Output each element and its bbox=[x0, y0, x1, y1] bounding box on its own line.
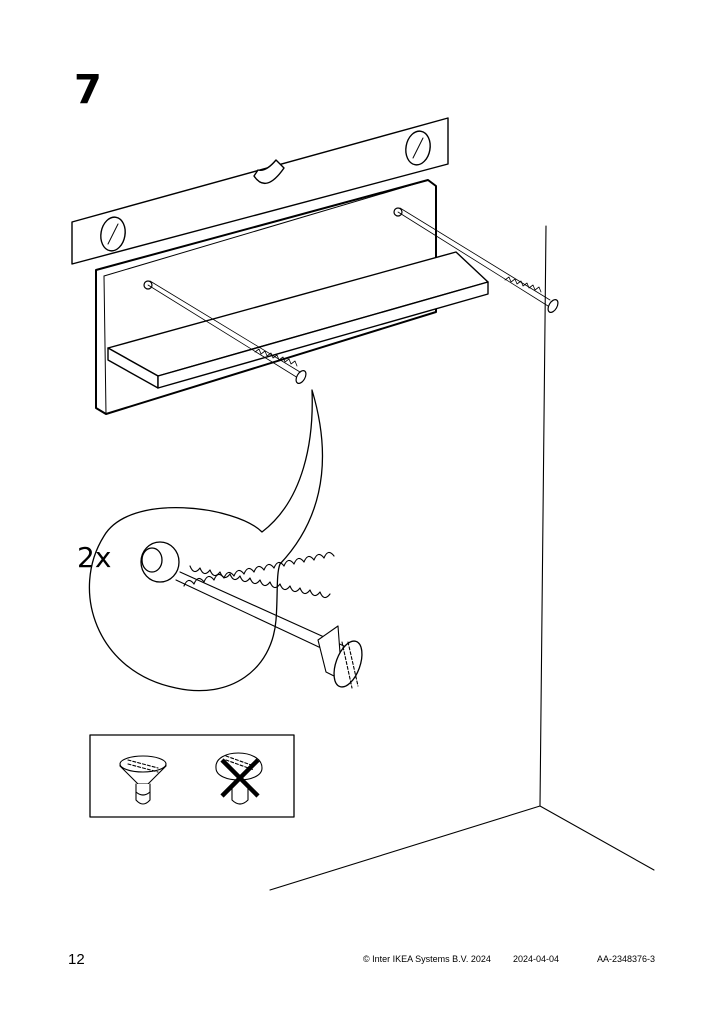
screw-head-left bbox=[295, 370, 307, 384]
enlarged-screw bbox=[175, 551, 363, 689]
detail-callout bbox=[88, 389, 324, 692]
step-number: 7 bbox=[74, 67, 102, 113]
enlarged-hole bbox=[140, 541, 180, 583]
document-date: 2024-04-04 bbox=[513, 954, 560, 964]
screw-path-right bbox=[397, 207, 551, 307]
wall-corner bbox=[269, 225, 655, 891]
document-code: AA-2348376-3 bbox=[597, 954, 656, 964]
quantity-label: 2x bbox=[77, 541, 112, 574]
countersunk-screw-icon bbox=[119, 755, 167, 805]
shelf-ledge bbox=[107, 251, 489, 389]
screw-path-left bbox=[147, 280, 301, 379]
wrong-cross-icon bbox=[220, 758, 260, 798]
pan-head-screw-icon bbox=[215, 752, 263, 805]
spirit-level bbox=[71, 117, 449, 265]
page-number: 12 bbox=[68, 951, 85, 968]
copyright-text: © Inter IKEA Systems B.V. 2024 bbox=[363, 954, 491, 964]
screw-head-right bbox=[547, 299, 559, 313]
screw-type-box bbox=[89, 734, 295, 818]
